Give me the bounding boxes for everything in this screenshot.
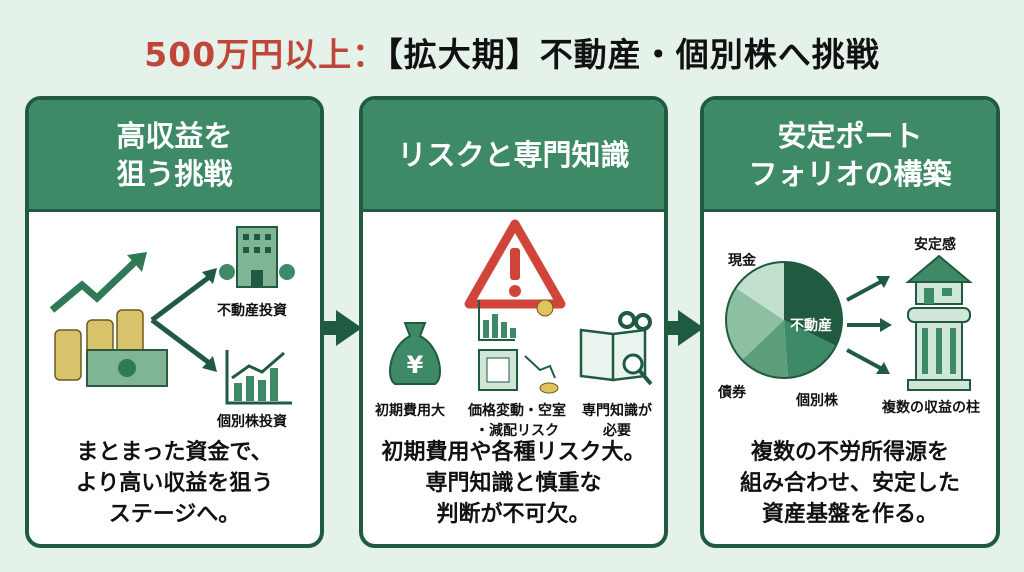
- desc-line: 判断が不可欠。: [436, 502, 591, 527]
- flow-arrow-shaft: [324, 321, 338, 335]
- panel-high-return: 高収益を狙う挑戦 不動産投資 個別株投資 まとまった資金で、より高い収益を狙うス…: [25, 96, 324, 548]
- svg-text:¥: ¥: [407, 351, 424, 379]
- panel-description: 複数の不労所得源を組み合わせ、安定した資産基盤を作る。: [704, 437, 996, 530]
- price-drop-icon: [478, 299, 559, 394]
- label-knowledge: 専門知識が必要: [577, 400, 657, 440]
- branch-arrows-icon: [150, 268, 217, 372]
- flow-arrow-shaft: [668, 321, 680, 335]
- flow-arrow-icon: [336, 310, 362, 346]
- label-cash: 現金: [728, 253, 756, 269]
- label-stocks: 個別株: [796, 393, 838, 409]
- desc-line: まとまった資金で、: [76, 440, 273, 465]
- money-bag-icon: ¥: [389, 322, 441, 385]
- desc-line: 専門知識と慎重な: [425, 471, 602, 496]
- label-real-estate: 不動産: [790, 318, 832, 334]
- title-amount: 500万円以上：: [144, 35, 387, 74]
- desc-line: 複数の不労所得源を: [750, 440, 949, 465]
- desc-line: 初期費用や各種リスク大。: [381, 440, 646, 465]
- desc-line: 資産基盤を作る。: [761, 502, 938, 527]
- panel-description: 初期費用や各種リスク大。専門知識と慎重な判断が不可欠。: [363, 437, 664, 530]
- heading-line: 安定ポート: [777, 118, 923, 153]
- label-line: 専門知識が: [582, 403, 652, 419]
- desc-line: ステージへ。: [108, 502, 241, 527]
- heading-line: リスクと専門知識: [397, 137, 630, 172]
- panel-description: まとまった資金で、より高い収益を狙うステージへ。: [29, 437, 320, 530]
- heading-line: フォリオの構築: [748, 156, 952, 191]
- flow-arrow-icon: [678, 310, 704, 346]
- panel-heading: 高収益を狙う挑戦: [29, 100, 320, 212]
- label-line: 必要: [603, 423, 631, 439]
- page-title: 500万円以上：【拡大期】不動産・個別株へ挑戦: [0, 28, 1024, 76]
- building-icon: [219, 226, 295, 288]
- label-stability: 安定感: [914, 237, 956, 253]
- label-initial-cost: 初期費用大: [375, 403, 445, 419]
- warning-icon: [464, 219, 566, 309]
- panel-risk-knowledge: リスクと専門知識 ¥ 初期費用大 価格変動・空室・減配リスク 専門知識が必要 初…: [359, 96, 668, 548]
- panel-stable-portfolio: 安定ポートフォリオの構築 現金 不動産 債券 個別株 安定感 複数の収益の柱 複…: [700, 96, 1000, 548]
- title-stage: 【拡大期】不動産・個別株へ挑戦: [386, 35, 880, 74]
- three-arrows-icon: [846, 276, 892, 374]
- panel-heading: リスクと専門知識: [363, 100, 664, 212]
- book-gears-icon: [579, 311, 653, 386]
- desc-line: より高い収益を狙う: [75, 471, 274, 496]
- label-line: 価格変動・空室: [468, 403, 566, 419]
- label-line: ・減配リスク: [475, 423, 559, 439]
- label-bonds: 債券: [718, 385, 746, 401]
- panel-heading: 安定ポートフォリオの構築: [704, 100, 996, 212]
- heading-line: 高収益を: [116, 118, 233, 153]
- label-pillar: 複数の収益の柱: [882, 400, 980, 416]
- label-real-estate: 不動産投資: [217, 303, 287, 319]
- stock-chart-icon: [225, 350, 292, 405]
- house-pillar-icon: [905, 254, 973, 391]
- label-stocks: 個別株投資: [217, 414, 287, 430]
- desc-line: 組み合わせ、安定した: [739, 471, 960, 496]
- growth-money-icon: [49, 252, 168, 387]
- heading-line: 狙う挑戦: [116, 156, 233, 191]
- portfolio-pie-icon: [725, 261, 843, 379]
- label-risks: 価格変動・空室・減配リスク: [459, 400, 575, 440]
